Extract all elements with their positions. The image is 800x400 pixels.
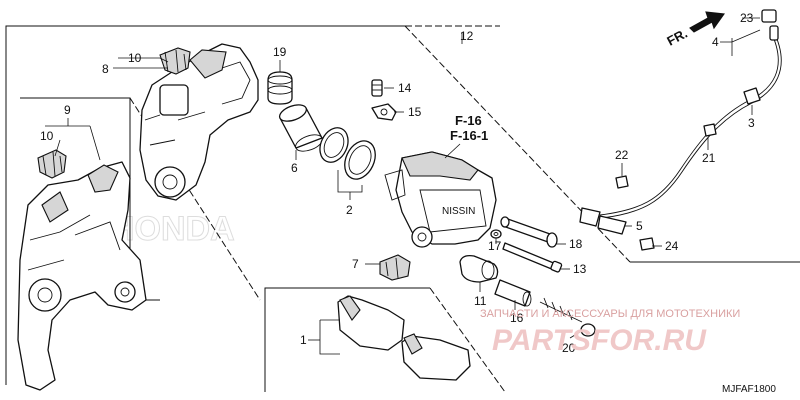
callout-24: 24 xyxy=(665,239,679,253)
callout-16: 16 xyxy=(510,311,524,325)
callout-15: 15 xyxy=(408,105,422,119)
pin-bolt-lower xyxy=(502,242,563,273)
ref-f16-1: F-16-1 xyxy=(450,128,488,143)
callout-12: 12 xyxy=(460,29,474,43)
pad-shim-part xyxy=(379,254,411,281)
abs-sensor-harness xyxy=(579,9,782,251)
callout-4: 4 xyxy=(712,35,719,49)
bleeder-screw-part xyxy=(371,79,383,97)
callout-7: 7 xyxy=(352,257,359,271)
pad-spring-upper xyxy=(159,47,191,75)
connector-part-23 xyxy=(761,9,777,23)
callout-14: 14 xyxy=(398,81,412,95)
piston-seal-set xyxy=(319,127,376,180)
bleeder-cap-part xyxy=(371,103,397,121)
callout-20: 20 xyxy=(562,341,576,355)
clip-part-22 xyxy=(615,175,629,189)
caliper-logo: NISSIN xyxy=(442,206,475,217)
washer-part-17 xyxy=(490,229,502,239)
sleeve-part-16 xyxy=(494,279,532,307)
brake-pad-rear xyxy=(401,333,471,381)
callout-23: 23 xyxy=(740,11,754,25)
callout-10-lower: 10 xyxy=(40,129,54,143)
callout-21: 21 xyxy=(702,151,716,165)
boot-part xyxy=(267,71,293,105)
caliper-body: NISSIN xyxy=(384,151,497,248)
callout-8: 8 xyxy=(102,62,109,76)
clip-part-21 xyxy=(703,123,717,137)
pin-bolt-upper xyxy=(500,216,558,248)
frame-pad-box xyxy=(264,287,430,392)
frame-outer-left xyxy=(5,25,405,385)
callout-13: 13 xyxy=(573,262,587,276)
clamp-part-3 xyxy=(743,87,761,105)
callout-2: 2 xyxy=(346,203,353,217)
caliper-bracket-lower xyxy=(17,161,147,391)
watermark-caption: ЗАПЧАСТИ И АКСЕССУАРЫ ДЛЯ МОТОТЕХНИКИ xyxy=(480,308,740,320)
ghost-brand-logo: HONDA xyxy=(110,210,235,248)
spring-pin-part xyxy=(539,297,596,337)
callout-22: 22 xyxy=(615,148,629,162)
callout-labels: 12 10 8 9 10 19 6 2 14 15 F-16 F-16-1 7 … xyxy=(40,11,755,355)
boot-part-11 xyxy=(459,254,499,283)
caliper-bracket-upper xyxy=(139,43,259,201)
ref-f16: F-16 xyxy=(455,113,482,128)
callout-11: 11 xyxy=(474,294,487,308)
watermark-brand: PARTSFOR.RU xyxy=(492,324,707,357)
callout-5: 5 xyxy=(636,219,643,233)
brake-pad-front xyxy=(337,295,405,351)
front-direction-label: FR. xyxy=(664,26,690,49)
leader-lines xyxy=(45,17,761,355)
pad-spring-lower xyxy=(37,149,67,179)
callout-10-upper: 10 xyxy=(128,51,142,65)
callout-6: 6 xyxy=(291,161,298,175)
piston-part xyxy=(278,104,323,152)
diagram-code: MJFAF1800 xyxy=(722,384,776,395)
callout-19: 19 xyxy=(273,45,287,59)
callout-9: 9 xyxy=(64,103,71,117)
callout-18: 18 xyxy=(569,237,583,251)
frame-pad-dashed xyxy=(429,287,506,393)
callout-3: 3 xyxy=(748,116,755,130)
sensor-part-5 xyxy=(597,215,627,235)
callout-17: 17 xyxy=(488,239,502,253)
front-direction-arrow xyxy=(689,11,725,33)
bolt-part-24 xyxy=(639,237,655,251)
callout-1: 1 xyxy=(300,333,307,347)
